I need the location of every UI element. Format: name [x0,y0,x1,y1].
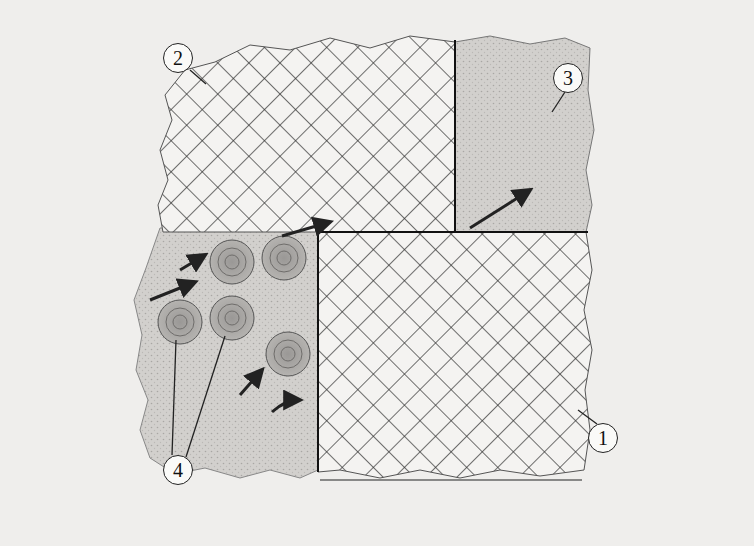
callout-number: 4 [163,455,193,485]
callout-number: 2 [163,43,193,73]
callout-number: 3 [553,63,583,93]
callout-number: 1 [588,423,618,453]
